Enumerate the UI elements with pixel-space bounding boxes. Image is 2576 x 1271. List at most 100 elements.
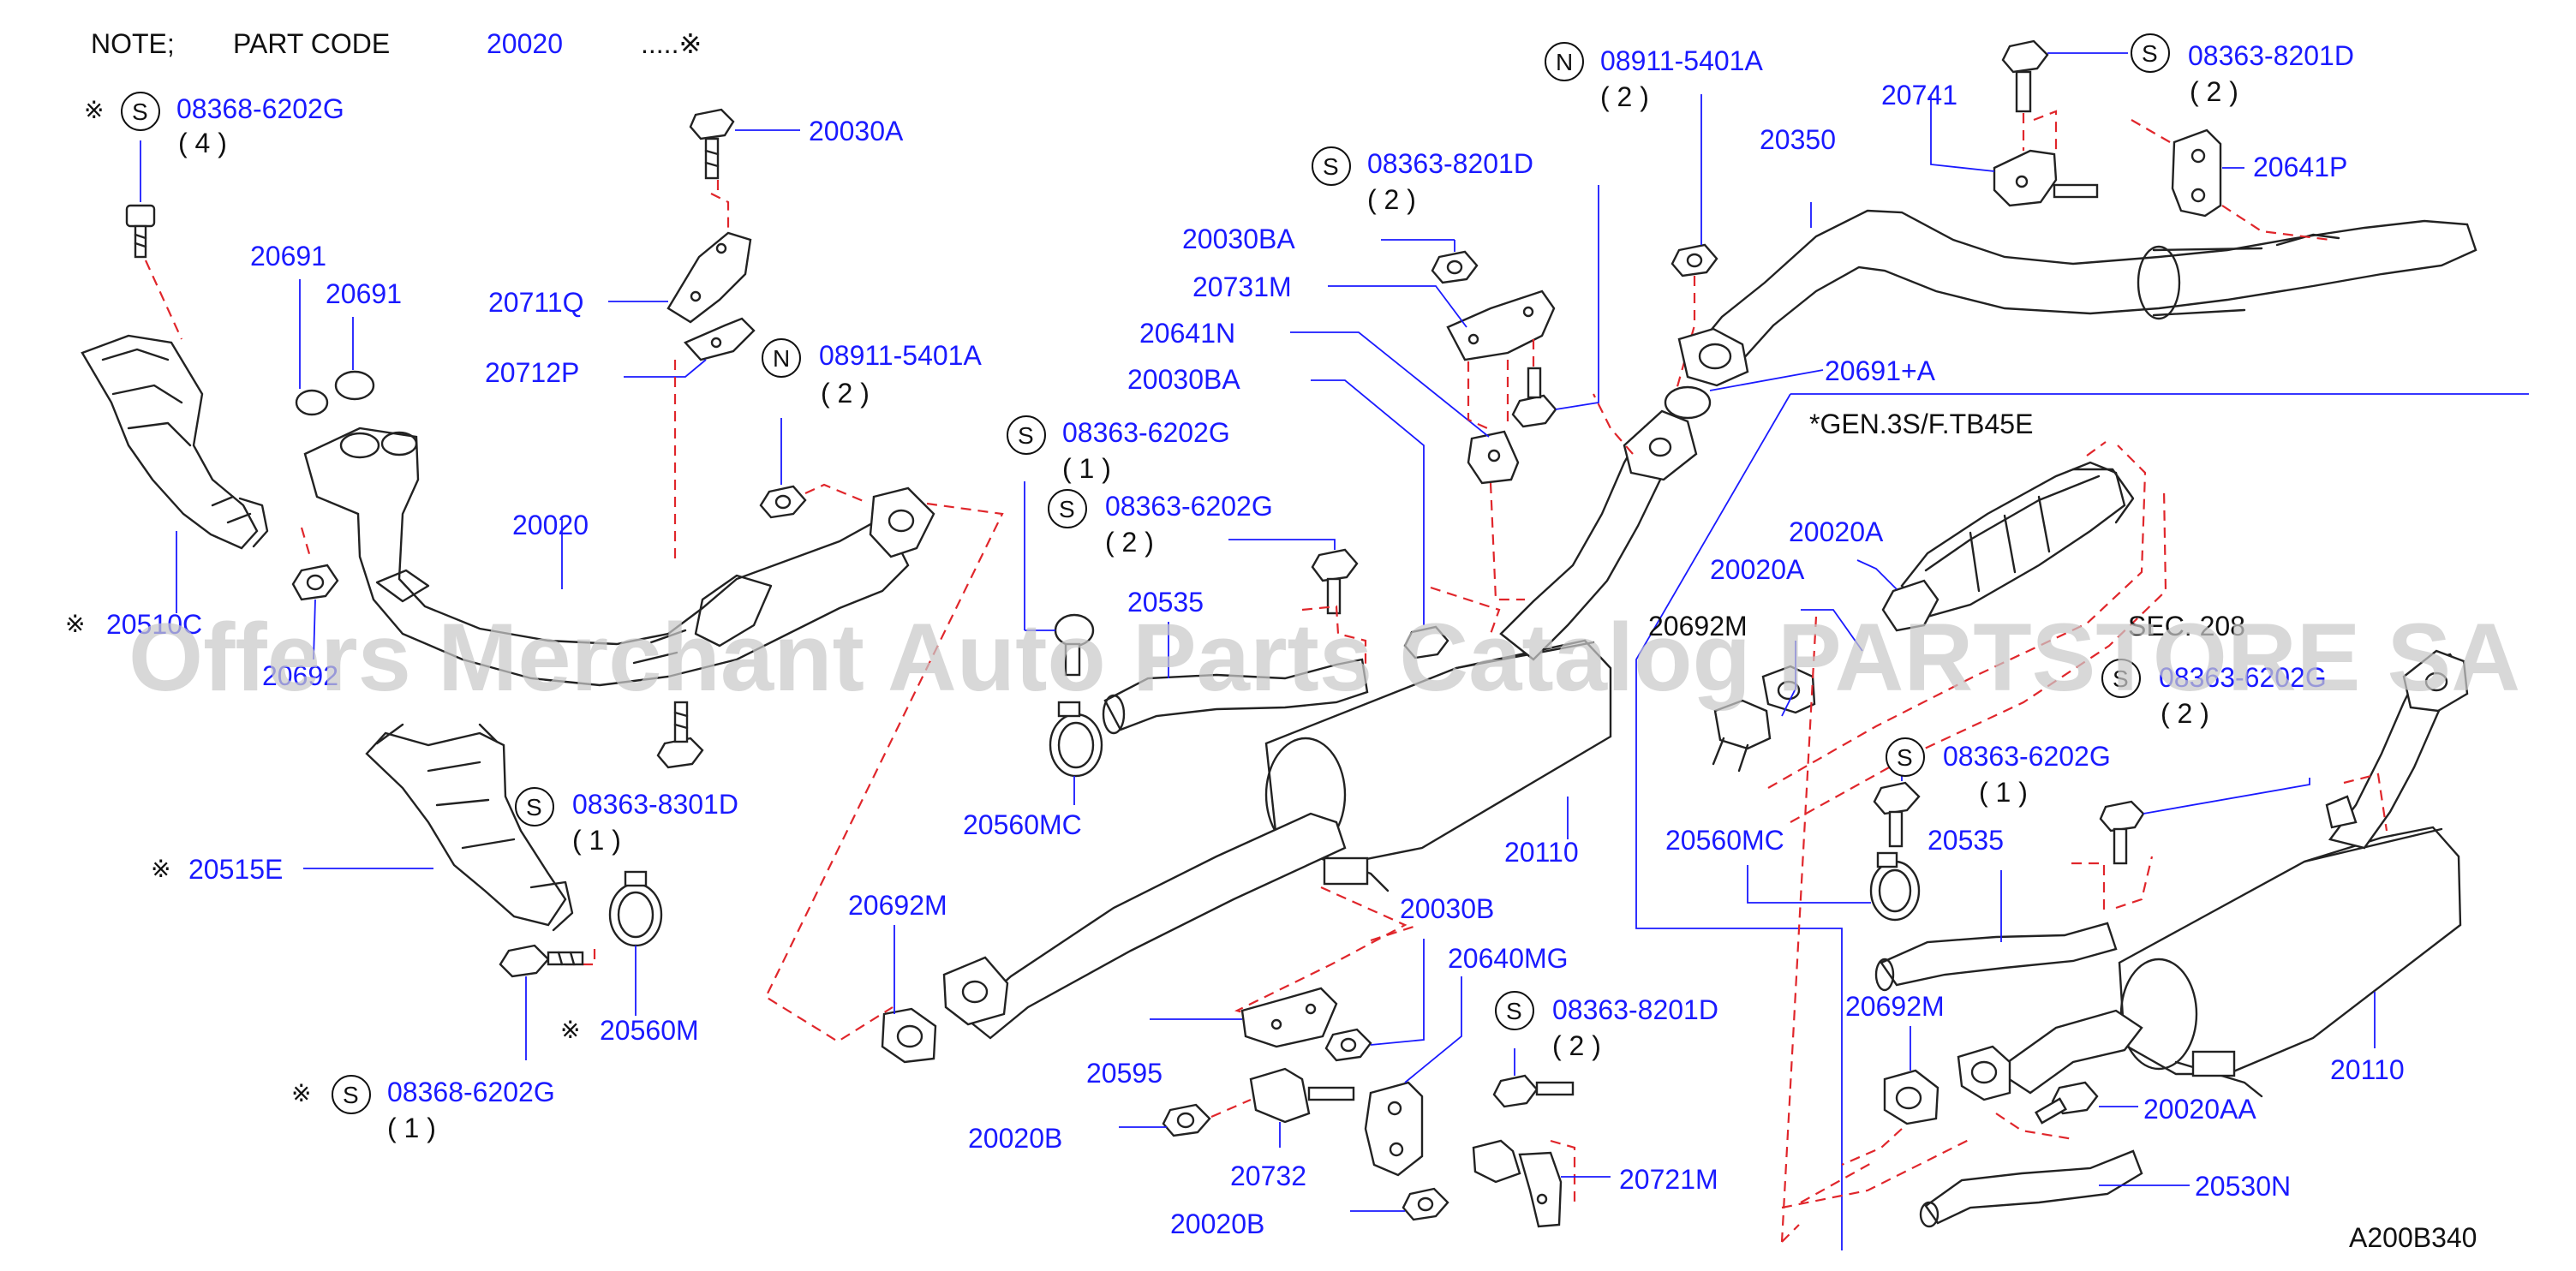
label-08368-top: 08368-6202G [176,93,344,124]
note-label: NOTE; [91,28,175,59]
svg-text:S: S [343,1082,359,1108]
bolt-08363-8201D-top [2001,39,2049,113]
label-08363-8201D-mid: 08363-8201D [1367,148,1533,179]
symbol-n-08911-left: N [762,338,801,378]
mark-08368-bottom: ※ [291,1080,311,1107]
symbol-s-08363-6202G-c: S [2101,659,2141,698]
nut-08911-left [759,485,807,519]
label-20692: 20692 [262,660,338,691]
label-20691-a: 20691 [250,241,326,272]
nut-20020B-b [1402,1187,1449,1221]
label-08363-6202G-d: 08363-6202G [1943,741,2111,772]
label-20110-left: 20110 [1504,837,1579,868]
symbol-s-08363-6202G-a: S [1007,415,1046,455]
qty-08363-6202G-c: ( 2 ) [2161,698,2209,729]
watermark: Offers Merchant Auto Parts Catalog PARTS… [129,604,2520,711]
svg-text:S: S [526,794,542,820]
label-20560M: 20560M [600,1015,699,1046]
label-20020A-a: 20020A [1789,516,1884,547]
label-08363-8201D-low: 08363-8201D [1552,994,1718,1025]
label-20692M-left: 20692M [848,890,947,921]
nut-20030B [1324,1028,1372,1062]
bracket-20712P [683,317,756,361]
symbol-s-08363-6202G-b: S [1048,489,1087,528]
qty-08368-top: ( 4 ) [178,128,227,158]
label-08368-bottom: 08368-6202G [387,1077,555,1107]
label-08363-6202G-c: 08363-6202G [2159,662,2327,693]
mark-08368-top: ※ [84,97,104,123]
svg-text:S: S [132,98,148,125]
gasket-20691-a [295,389,329,416]
svg-text:S: S [1897,744,1913,771]
svg-text:S: S [1018,422,1034,449]
qty-08363-6202G-b: ( 2 ) [1105,527,1154,558]
front-tube-20020 [303,427,935,687]
diagram-id: A200B340 [2349,1222,2477,1253]
exhaust-manifold-20515E [365,723,574,932]
label-20535-right: 20535 [1928,825,2004,856]
bracket-20595 [1240,987,1338,1048]
bolt-08363-6202G-c [2099,800,2145,865]
symbol-n-08911-mid: N [1545,42,1584,81]
mark-20560M: ※ [560,1017,580,1043]
catalytic-converter [1881,461,2135,632]
label-20711Q: 20711Q [488,287,584,318]
label-20741: 20741 [1881,80,1957,110]
svg-text:S: S [2113,665,2129,692]
clamp-20560M [608,870,663,947]
label-20721M: 20721M [1619,1164,1718,1195]
qty-08363-8301D: ( 1 ) [572,825,621,856]
bolt-08363-6202G-b [1311,548,1359,615]
label-20691-b: 20691 [326,278,402,309]
qty-08363-6202G-d: ( 1 ) [1979,777,2028,808]
gasket-20691-A [1664,385,1712,420]
bolt-20030A [689,108,735,180]
label-20641N: 20641N [1139,318,1235,349]
rubber-hanger-20640MG [1364,1081,1424,1177]
label-20020AA: 20020AA [2143,1094,2256,1125]
qty-08911-mid: ( 2 ) [1600,81,1649,112]
clamp-20560MC-right [1869,851,1921,922]
nut-08911-mid [1671,243,1718,277]
label-20535-left: 20535 [1127,587,1204,618]
rubber-mount-20641P [2171,128,2222,218]
symbol-s-08363-8201D-top: S [2131,33,2170,73]
bolt-08368-bottom [499,944,584,978]
center-pipe-up [1499,409,1698,661]
bracket-20731M [1446,289,1556,361]
bolt-08363-6202G-d [1873,781,1921,848]
engine-note: *GEN.3S/F.TB45E [1809,409,2033,439]
label-20560MC-left: 20560MC [963,809,1082,840]
bolt-08911-mid-lower [1511,367,1557,428]
bracket-20741 [1993,149,2099,207]
bolt-08363-6202G-a [1054,613,1095,677]
nut-20030BA-top [1431,250,1479,284]
symbol-s-08363-8301D: S [515,787,554,826]
mark-20515E: ※ [151,856,170,882]
bolt-08363-8201D-low [1492,1074,1575,1108]
label-20110-right: 20110 [2330,1054,2405,1085]
label-20030A: 20030A [809,116,904,146]
nut-20692 [291,564,339,601]
label-20691A: 20691+A [1825,355,1936,386]
label-08911-left: 08911-5401A [819,340,982,371]
mark-20510: ※ [65,611,85,637]
bracket-20711Q [666,231,752,324]
bracket-20732 [1249,1067,1355,1124]
tail-pipe-20350 [1677,209,2477,387]
label-08363-8201D-top: 08363-8201D [2188,40,2354,71]
clamp-20560MC-left [1049,701,1103,778]
svg-text:S: S [1323,153,1339,180]
pipe-20535-right [1874,922,2118,992]
stud-20692M-right [1712,665,1816,773]
right-low-pipe [1883,1009,2143,1125]
bracket-20721M [1472,1139,1563,1228]
symbol-s-08368-bottom: S [332,1075,371,1114]
bolt-20020AA [2035,1081,2099,1125]
label-20732: 20732 [1230,1161,1306,1191]
center-pipe [963,812,1347,1040]
svg-text:S: S [1059,496,1075,522]
note-part-code: 20020 [487,28,563,59]
label-20030BA-low: 20030BA [1127,364,1240,395]
